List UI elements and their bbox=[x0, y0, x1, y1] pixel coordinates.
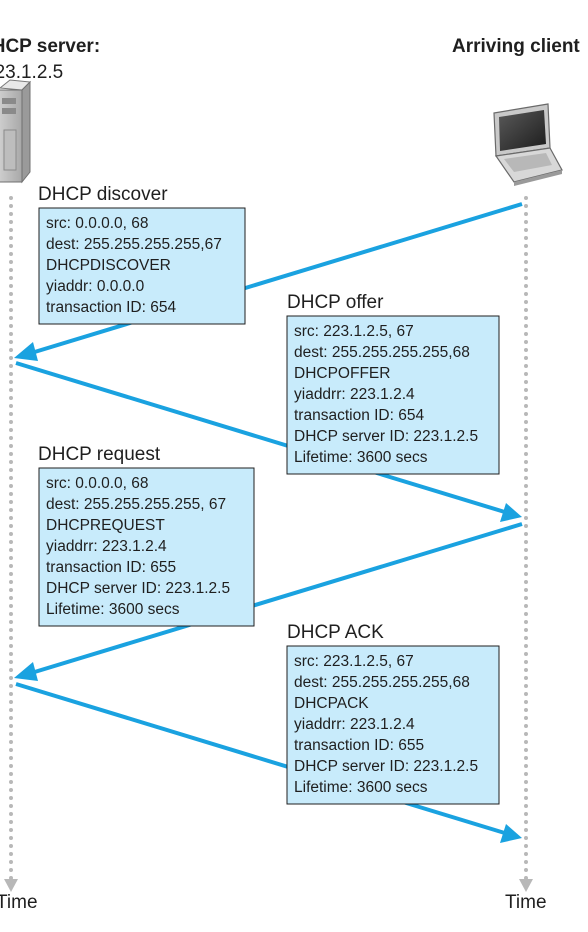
message-box bbox=[38, 467, 255, 627]
message-request: DHCP request src: 0.0.0.0, 68 dest: 255.… bbox=[38, 444, 255, 627]
client-title: Arriving client bbox=[452, 36, 580, 57]
message-line: yiaddr: 0.0.0.0 bbox=[46, 278, 145, 295]
message-title: DHCP ACK bbox=[287, 622, 384, 643]
server-address: 223.1.2.5 bbox=[0, 62, 63, 83]
laptop-icon bbox=[493, 103, 563, 186]
message-line: src: 0.0.0.0, 68 bbox=[46, 475, 149, 492]
message-line: Lifetime: 3600 secs bbox=[46, 601, 180, 618]
message-line: DHCP server ID: 223.1.2.5 bbox=[46, 580, 230, 597]
message-line: Lifetime: 3600 secs bbox=[294, 779, 428, 796]
message-arrow-offer bbox=[15, 361, 522, 522]
message-arrow-request bbox=[14, 522, 523, 681]
message-title: DHCP request bbox=[38, 444, 161, 465]
time-label-left: Time bbox=[0, 892, 38, 913]
message-line: DHCP server ID: 223.1.2.5 bbox=[294, 428, 478, 445]
message-title: DHCP offer bbox=[287, 292, 384, 313]
message-line: yiaddrr: 223.1.2.4 bbox=[46, 538, 167, 555]
message-line: DHCPACK bbox=[294, 695, 369, 712]
time-label-right: Time bbox=[505, 892, 547, 913]
client-time-arrowhead bbox=[519, 879, 533, 892]
message-line: DHCPDISCOVER bbox=[46, 257, 171, 274]
message-line: src: 223.1.2.5, 67 bbox=[294, 323, 414, 340]
message-line: yiaddrr: 223.1.2.4 bbox=[294, 386, 415, 403]
message-line: dest: 255.255.255.255, 67 bbox=[46, 496, 226, 513]
server-title: DHCP server: bbox=[0, 36, 100, 57]
message-line: dest: 255.255.255.255,68 bbox=[294, 344, 470, 361]
message-line: dest: 255.255.255.255,68 bbox=[294, 674, 470, 691]
message-line: dest: 255.255.255.255,67 bbox=[46, 236, 222, 253]
message-arrow-ack bbox=[15, 682, 522, 843]
message-line: transaction ID: 655 bbox=[294, 737, 424, 754]
message-offer: DHCP offer src: 223.1.2.5, 67 dest: 255.… bbox=[286, 292, 500, 475]
message-line: transaction ID: 654 bbox=[46, 299, 176, 316]
message-box bbox=[38, 207, 246, 325]
message-line: src: 0.0.0.0, 68 bbox=[46, 215, 149, 232]
server-time-arrowhead bbox=[4, 879, 18, 892]
message-line: Lifetime: 3600 secs bbox=[294, 449, 428, 466]
message-title: DHCP discover bbox=[38, 184, 168, 205]
message-box bbox=[286, 645, 500, 805]
message-line: DHCPREQUEST bbox=[46, 517, 165, 534]
message-line: transaction ID: 655 bbox=[46, 559, 176, 576]
message-arrow-discover bbox=[14, 202, 523, 361]
message-discover: DHCP discover src: 0.0.0.0, 68 dest: 255… bbox=[38, 184, 246, 325]
message-ack: DHCP ACK src: 223.1.2.5, 67 dest: 255.25… bbox=[286, 622, 500, 805]
message-line: DHCP server ID: 223.1.2.5 bbox=[294, 758, 478, 775]
message-box bbox=[286, 315, 500, 475]
message-line: DHCPOFFER bbox=[294, 365, 390, 382]
message-line: transaction ID: 654 bbox=[294, 407, 424, 424]
server-tower-icon bbox=[0, 79, 32, 184]
message-line: src: 223.1.2.5, 67 bbox=[294, 653, 414, 670]
message-line: yiaddrr: 223.1.2.4 bbox=[294, 716, 415, 733]
